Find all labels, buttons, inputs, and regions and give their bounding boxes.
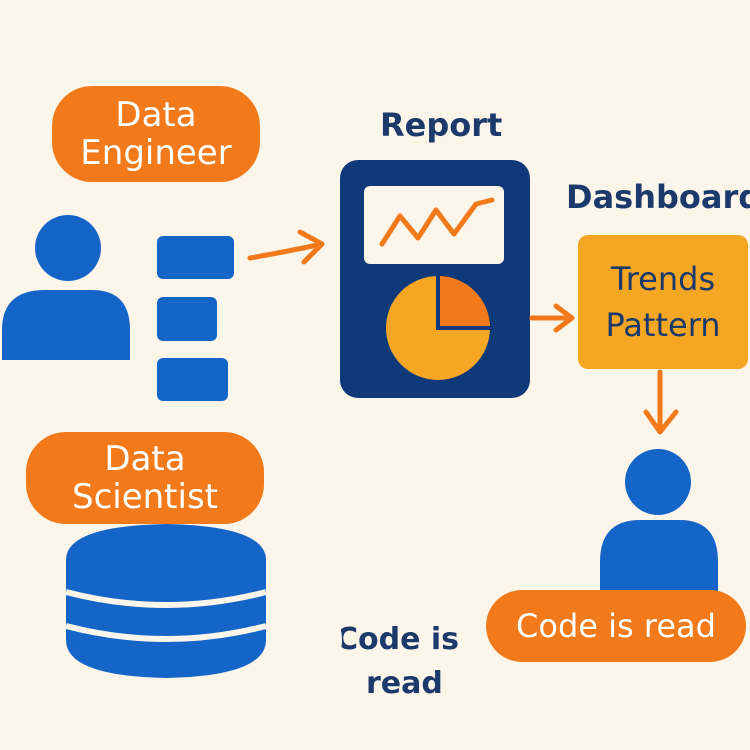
report-heading: Report: [380, 106, 503, 144]
database-icon: [65, 524, 267, 678]
code-is-read-floating-text: Code is read: [336, 618, 476, 706]
data-block-3: [157, 358, 228, 401]
data-engineer-person-icon: [2, 215, 130, 360]
data-engineer-pill: Data Engineer: [52, 86, 260, 182]
data-scientist-pill: Data Scientist: [26, 432, 264, 524]
arrow-to-dashboard: [529, 303, 575, 333]
report-device-icon: [340, 160, 530, 398]
trends-label: Trends: [610, 260, 716, 298]
code-is-read-pill-label: Code is read: [516, 607, 716, 645]
data-scientist-label-line1: Data: [104, 439, 186, 479]
code-is-read-floating-line2: read: [366, 666, 443, 701]
data-engineer-label-line1: Data: [115, 95, 197, 135]
floating-text-mask: [326, 620, 342, 660]
reader-person-icon: [600, 449, 718, 600]
arrow-to-reader: [643, 369, 679, 435]
data-engineer-label-line2: Engineer: [80, 133, 232, 173]
code-is-read-pill: Code is read: [486, 590, 746, 662]
code-is-read-floating-line1: Code is: [336, 622, 460, 657]
data-block-1: [157, 236, 234, 279]
dashboard-heading: Dashboard: [566, 178, 750, 216]
trends-pattern-box: Trends Pattern: [578, 235, 748, 369]
data-block-2: [157, 297, 217, 341]
arrow-to-report: [247, 229, 325, 265]
data-scientist-label-line2: Scientist: [71, 477, 218, 517]
pattern-label: Pattern: [605, 306, 721, 344]
